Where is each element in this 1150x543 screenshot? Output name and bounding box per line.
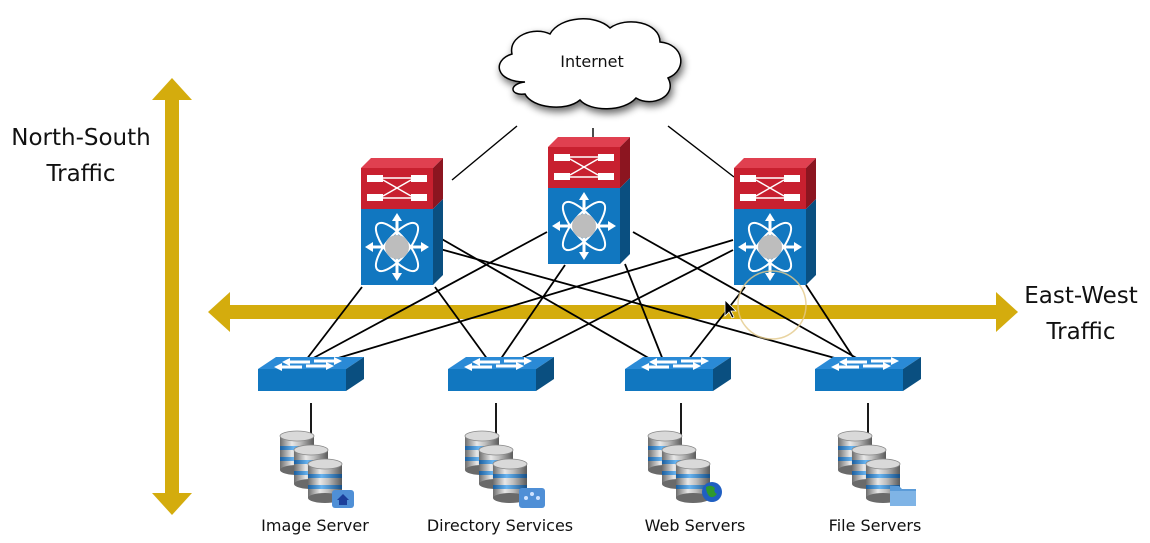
folder-icon [890, 486, 916, 506]
core-switch-1[interactable] [359, 156, 445, 287]
core-access-links [287, 231, 861, 374]
access-switch-2[interactable] [446, 355, 556, 393]
core-switch-3[interactable] [732, 156, 818, 287]
server-group-file[interactable] [837, 430, 916, 506]
image-icon [332, 490, 354, 508]
core-switch-2[interactable] [546, 135, 632, 266]
directory-icon [519, 488, 545, 508]
globe-icon [702, 482, 722, 502]
access-switch-4[interactable] [813, 355, 923, 393]
server-group-image[interactable] [279, 430, 354, 508]
access-server-links [310, 403, 869, 440]
server-label-directory: Directory Services [426, 516, 574, 535]
cursor-highlight [737, 270, 807, 340]
east-west-label-line2: Traffic [1046, 319, 1116, 345]
server-group-web[interactable] [647, 430, 722, 504]
east-west-label-line1: East-West [1024, 283, 1138, 309]
internet-label: Internet [560, 52, 624, 71]
north-south-label: North-South Traffic [0, 120, 162, 192]
east-west-arrow [208, 292, 1018, 332]
north-south-label-line1: North-South [11, 125, 151, 151]
server-label-file: File Servers [828, 516, 922, 535]
internet-cloud [498, 18, 682, 110]
mouse-pointer-icon [724, 299, 737, 319]
east-west-label: East-West Traffic [1016, 278, 1146, 350]
server-group-directory[interactable] [464, 430, 545, 508]
server-label-image: Image Server [261, 516, 369, 535]
north-south-label-line2: Traffic [46, 161, 116, 187]
access-switch-3[interactable] [623, 355, 733, 393]
access-switch-1[interactable] [256, 355, 366, 393]
north-south-arrow [152, 78, 192, 515]
server-label-web: Web Servers [644, 516, 746, 535]
